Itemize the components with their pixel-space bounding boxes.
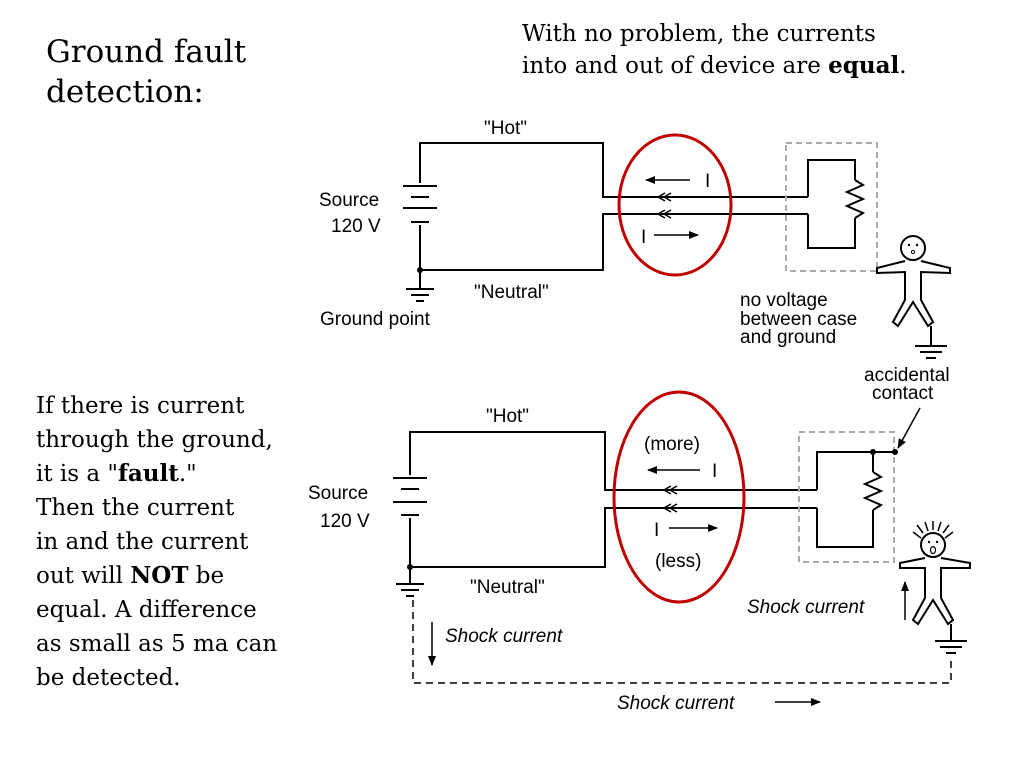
caption-emphasis: equal bbox=[828, 52, 900, 79]
explanation-line: in and the current bbox=[36, 529, 249, 555]
bottom-neutral-label: "Neutral" bbox=[470, 577, 545, 598]
bottom-device-lead bbox=[816, 451, 874, 490]
title-line: detection: bbox=[46, 74, 204, 110]
bottom-resistor bbox=[862, 471, 884, 511]
top-source-label: Source bbox=[319, 190, 379, 211]
top-hot-wire bbox=[419, 142, 808, 198]
top-device-lead bbox=[807, 214, 856, 249]
bottom-source-label: Source bbox=[308, 483, 368, 504]
top-device-case bbox=[785, 142, 878, 272]
explanation-line: Then the current bbox=[36, 495, 235, 521]
top-ground-junction bbox=[417, 267, 423, 273]
bottom-current-label-out: I bbox=[654, 520, 659, 541]
caption-text: . bbox=[899, 53, 907, 79]
bottom-more-label: (more) bbox=[644, 434, 700, 455]
bottom-circuit bbox=[393, 407, 952, 706]
explanation-line: equal. A difference bbox=[36, 597, 257, 623]
bottom-chevrons bbox=[662, 485, 678, 513]
fault-explanation: If there is current through the ground, … bbox=[36, 389, 277, 695]
explanation-emphasis: NOT bbox=[130, 562, 189, 589]
contact-point bbox=[892, 449, 898, 455]
bottom-ground-junction bbox=[407, 564, 413, 570]
contact-label-line: accidental bbox=[864, 365, 950, 386]
bottom-device-lead bbox=[816, 508, 874, 548]
explanation-text: out will bbox=[36, 563, 131, 589]
bottom-person-figure bbox=[899, 521, 971, 654]
bottom-neutral-wire bbox=[409, 507, 817, 568]
explanation-text: ." bbox=[178, 461, 197, 487]
contact-pointer-arrow bbox=[897, 407, 921, 449]
explanation-line: it is a "fault." bbox=[36, 457, 277, 491]
shock-current-label-left: Shock current bbox=[445, 626, 563, 647]
top-hot-label: "Hot" bbox=[484, 118, 527, 139]
top-device-lead bbox=[807, 159, 856, 197]
top-neutral-wire bbox=[419, 213, 808, 271]
top-chevrons bbox=[656, 192, 672, 219]
explanation-line: through the ground, bbox=[36, 427, 273, 453]
bottom-hot-wire bbox=[409, 431, 817, 491]
top-voltage-label: 120 V bbox=[331, 216, 381, 237]
caption-line: into and out of device are equal. bbox=[522, 50, 907, 82]
bottom-device-junction bbox=[870, 449, 876, 455]
shock-current-label-right: Shock current bbox=[747, 597, 865, 618]
explanation-line: If there is current bbox=[36, 393, 245, 419]
explanation-line: out will NOT be bbox=[36, 559, 277, 593]
caption-text: into and out of device are bbox=[522, 53, 829, 79]
contact-label-line: contact bbox=[872, 383, 934, 404]
top-circuit bbox=[403, 142, 878, 302]
top-note-line: and ground bbox=[740, 327, 836, 348]
explanation-text: be bbox=[188, 563, 225, 589]
explanation-line: be detected. bbox=[36, 665, 181, 691]
bottom-device-case bbox=[798, 431, 895, 563]
top-current-label-in: I bbox=[705, 171, 710, 192]
slide-title: Ground fault detection: bbox=[46, 32, 246, 112]
shock-current-label-bottom: Shock current bbox=[617, 693, 735, 714]
shock-current-path bbox=[412, 600, 952, 684]
title-line: Ground fault bbox=[46, 34, 247, 70]
top-resistor bbox=[844, 179, 866, 219]
top-ground-label: Ground point bbox=[320, 309, 431, 330]
caption-line: With no problem, the currents bbox=[522, 21, 876, 47]
top-person-figure bbox=[876, 235, 951, 359]
bottom-less-label: (less) bbox=[655, 551, 701, 572]
bottom-hot-label: "Hot" bbox=[486, 406, 529, 427]
explanation-emphasis: fault bbox=[117, 460, 179, 487]
explanation-text: it is a " bbox=[36, 461, 118, 487]
top-note-line: between case bbox=[740, 309, 857, 330]
bottom-highlight-ellipse bbox=[612, 390, 746, 604]
top-note-line: no voltage bbox=[740, 290, 828, 311]
top-neutral-label: "Neutral" bbox=[474, 282, 549, 303]
bottom-current-label-in: I bbox=[712, 461, 717, 482]
explanation-line: as small as 5 ma can bbox=[36, 631, 278, 657]
top-current-label-out: I bbox=[641, 227, 646, 248]
bottom-voltage-label: 120 V bbox=[320, 511, 370, 532]
top-highlight-ellipse bbox=[617, 133, 733, 277]
top-caption: With no problem, the currents into and o… bbox=[522, 18, 907, 82]
